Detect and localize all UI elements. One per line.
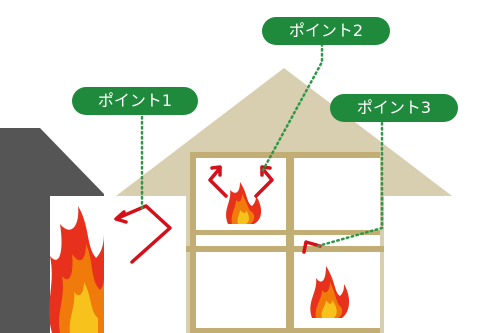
bent-arrow-icon [302,240,322,254]
bent-arrow-icon [254,166,274,198]
neighbor-flame-icon [49,206,104,333]
bent-arrow-icon [116,204,172,264]
label-point2: ポイント2 [262,17,390,45]
room-lower-left [196,252,286,328]
upper-room-flame-icon [226,182,262,224]
room-upper-right [294,158,380,230]
bent-arrow-icon [208,166,228,198]
lower-room-flame-icon [310,266,350,318]
leader-lines [140,42,384,248]
label-point1: ポイント1 [72,87,198,115]
label-point3: ポイント3 [330,94,458,122]
spread-arrows [114,165,322,264]
